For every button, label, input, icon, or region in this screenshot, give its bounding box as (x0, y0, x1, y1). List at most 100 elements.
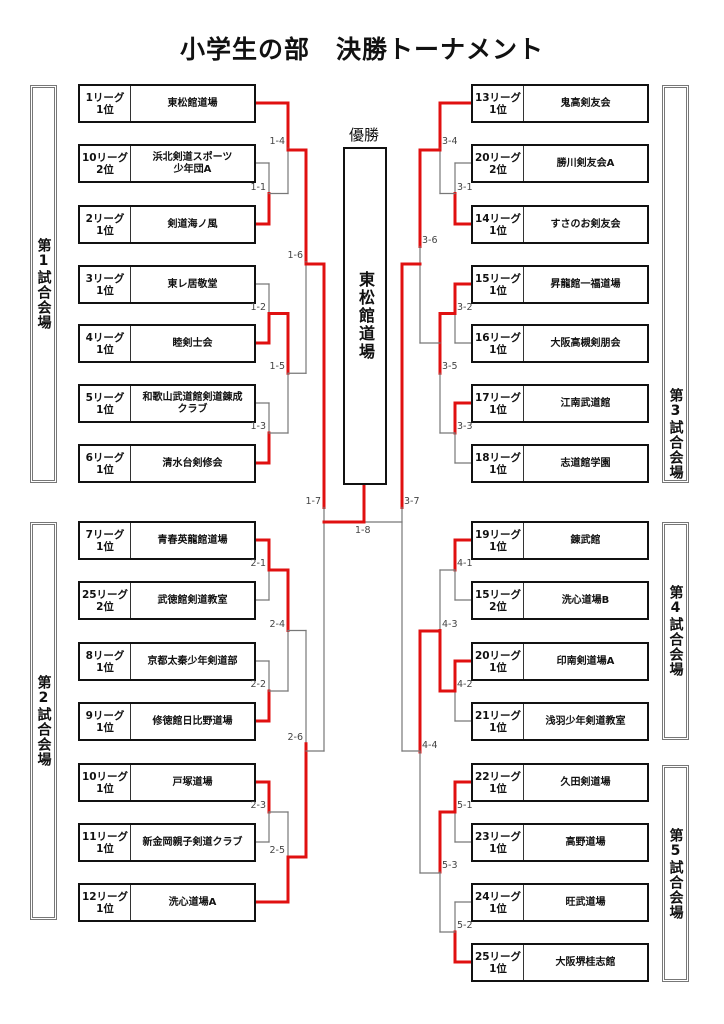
team-name: 勝川剣友会A (556, 157, 615, 169)
team-name: 修徳館日比野道場 (152, 715, 233, 727)
seed-league: 9リーグ (85, 709, 125, 722)
seed-league: 20リーグ (474, 649, 522, 662)
team-name: 江南武道館 (560, 397, 611, 409)
venue-label: 第1試合会場 (35, 238, 52, 330)
team-name: 大阪堺桂志館 (555, 956, 616, 968)
team-name: 旺武道場 (565, 896, 606, 908)
match-label: 4-4 (422, 740, 438, 751)
seed-rank: 2位 (96, 600, 114, 613)
match-label: 1-6 (287, 249, 303, 261)
seed-league: 22リーグ (474, 770, 522, 783)
seed-league: 17リーグ (474, 391, 522, 404)
seed-rank: 1位 (96, 224, 114, 237)
match-label: 4-2 (457, 679, 473, 690)
match-label: 3-6 (422, 234, 438, 246)
seed-rank: 1位 (96, 782, 114, 795)
team-name: 印南剣道場A (556, 655, 615, 667)
team-name: 鬼高剣友会 (560, 97, 611, 109)
team-name: 青春英龍館道場 (157, 534, 228, 546)
team-name: すさのお剣友会 (550, 218, 621, 230)
seed-rank: 1位 (489, 103, 507, 116)
seed-league: 15リーグ (474, 588, 522, 601)
seed-rank: 1位 (96, 343, 114, 356)
match-label: 3-5 (442, 361, 458, 373)
team-name: 錬武館 (570, 534, 601, 546)
seed-league: 10リーグ (81, 151, 129, 164)
match-label: 3-4 (442, 136, 458, 148)
seed-rank: 1位 (489, 540, 507, 553)
match-label: 2-6 (287, 731, 303, 743)
seed-league: 23リーグ (474, 830, 522, 843)
seed-rank: 1位 (96, 842, 114, 855)
seed-rank: 1位 (96, 463, 114, 476)
team-name: 志道館学園 (560, 457, 611, 469)
team-name: 剣道海ノ風 (167, 218, 218, 230)
team-name: 浜北剣道スポーツ 少年団A (152, 151, 233, 175)
champion-label: 優勝 (348, 126, 379, 144)
venue-panel-1: 第1試合会場 (30, 85, 57, 483)
match-label: 4-3 (442, 618, 458, 630)
venue-label: 第2試合会場 (35, 675, 52, 767)
seed-league: 4リーグ (85, 331, 125, 344)
seed-rank: 1位 (489, 962, 507, 975)
seed-league: 25リーグ (81, 588, 129, 601)
seed-league: 3リーグ (85, 272, 125, 285)
seed-league: 7リーグ (85, 528, 125, 541)
seed-rank: 1位 (96, 103, 114, 116)
seed-rank: 1位 (489, 343, 507, 356)
team-name: 和歌山武道館剣道錬成 クラブ (142, 391, 243, 415)
team-name: 高野道場 (565, 836, 606, 848)
team-name: 京都太秦少年剣道部 (147, 655, 238, 667)
venue-label: 第4試合会場 (667, 585, 684, 677)
seed-rank: 1位 (96, 661, 114, 674)
seed-rank: 1位 (96, 403, 114, 416)
match-label: 5-1 (457, 800, 473, 811)
seed-league: 14リーグ (474, 212, 522, 225)
seed-league: 15リーグ (474, 272, 522, 285)
champion-box: 東松館道場 (343, 147, 387, 485)
seed-rank: 1位 (96, 284, 114, 297)
seed-rank: 1位 (489, 284, 507, 297)
team-name: 大阪高槻剣朋会 (550, 337, 621, 349)
match-label: 5-3 (442, 860, 458, 871)
match-label: 2-5 (269, 845, 285, 856)
